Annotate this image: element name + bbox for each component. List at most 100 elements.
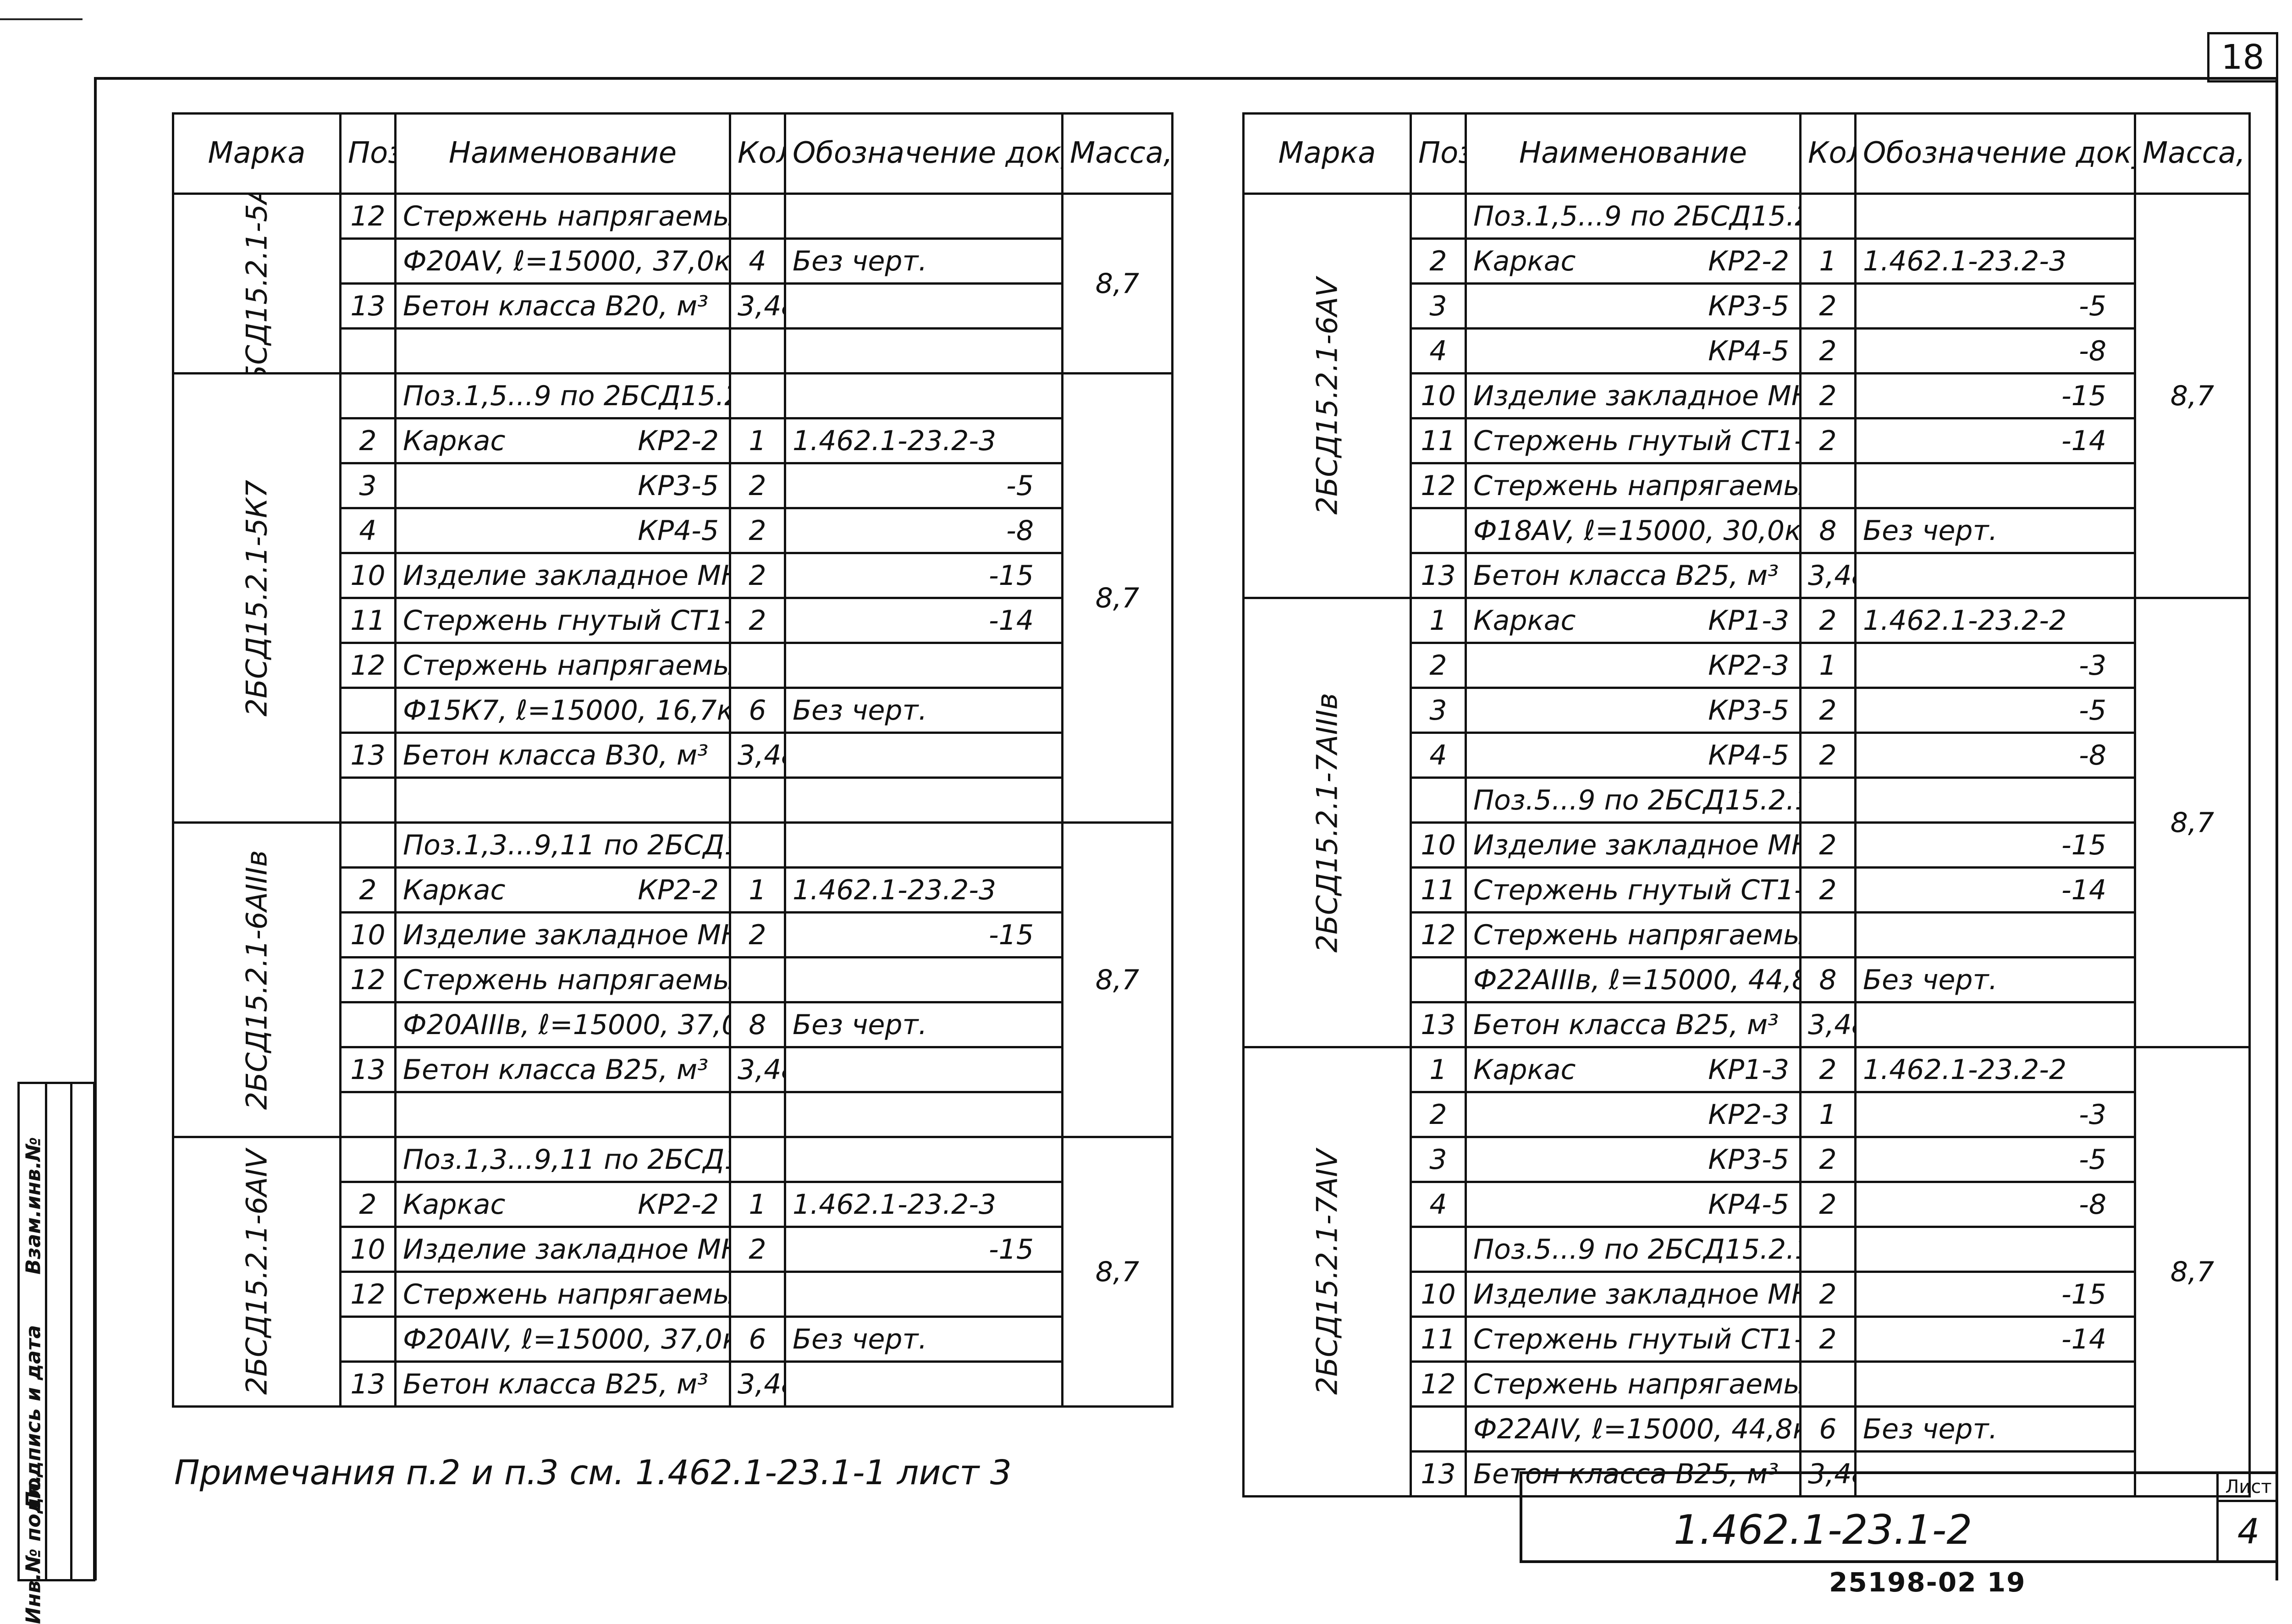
item-code: КР3-5 [638,469,719,502]
name-text: Изделие закладное МН-2 [1473,380,1798,412]
header-qty: Кол. [729,112,786,195]
pos-cell: 4 [1410,732,1467,779]
header-designation: Обозначение документа [1854,112,2136,195]
pos-cell: 3 [1410,687,1467,734]
name-cell [394,327,731,374]
designation-cell: -5 [784,462,1063,509]
name-cell: Бетон класса В30, м³ [394,732,731,779]
pos-cell: 1 [1410,1046,1467,1093]
name-text: Поз.1,5...9 по 2БСД15.2.1-1К7 [403,380,728,412]
mass-cell: 8,7 [2134,1046,2251,1497]
designation-cell: Без черт. [784,687,1063,734]
name-cell: Бетон класса В25, м³ [394,1046,731,1093]
name-cell: Стержень гнутый СТ1-3 [1465,1316,1802,1363]
qty-cell: 2 [729,597,786,644]
name-text: Ф18АV, ℓ=15000, 30,0кг [1473,514,1801,547]
item-code: КР2-2 [638,874,719,906]
name-text: Ф20АIIIв, ℓ=15000, 37,0кг [403,1008,728,1041]
name-text: Бетон класса В25, м³ [1473,1008,1779,1041]
name-text: Изделие закладное МН-2 [403,559,728,592]
name-cell: Изделие закладное МН-2 [394,552,731,599]
name-cell: КР4-5 [1465,327,1802,374]
sheet-label: Лист [2216,1474,2278,1502]
qty-cell: 6 [1799,1405,1857,1453]
designation-cell [1854,462,2136,509]
header-mark: Марка [172,112,342,195]
designation-cell [1854,193,2136,240]
name-cell: Поз.1,5...9 по 2БСД15.2.1-1К7 [394,372,731,419]
name-text: Стержень гнутый СТ1-3 [403,604,730,637]
qty-cell: 2 [1799,821,1857,869]
pos-cell: 12 [339,1271,397,1318]
item-code: КР3-5 [1708,1143,1789,1176]
mass-cell: 8,7 [1061,821,1174,1138]
qty-cell: 2 [1799,1316,1857,1363]
item-code: КР2-2 [1708,245,1789,277]
pos-cell: 11 [1410,866,1467,914]
name-cell: Стержень напрягаемый [1465,462,1802,509]
left-spec-table: Марка Поз. Наименование Кол. Обозначение… [172,112,1174,1408]
item-code: КР1-3 [1708,604,1789,637]
name-text: Ф15К7, ℓ=15000, 16,7кг [403,694,730,727]
name-cell: КР4-5 [1465,1181,1802,1228]
designation-cell [1854,911,2136,958]
name-cell: Стержень гнутый СТ1-3 [1465,866,1802,914]
qty-cell [1799,911,1857,958]
qty-cell [729,193,786,240]
qty-cell [729,1136,786,1183]
pos-cell [339,821,397,869]
designation-cell [784,1360,1063,1408]
name-text: Каркас [1473,1053,1576,1086]
pos-cell [339,372,397,419]
name-cell [394,776,731,824]
pos-cell: 12 [339,956,397,1003]
item-code: КР2-2 [638,424,719,457]
designation-cell: -8 [784,507,1063,554]
qty-cell: 2 [1799,372,1857,419]
pos-cell: 11 [1410,1316,1467,1363]
designation-cell: 1.462.1-23.2-3 [784,866,1063,914]
designation-cell: -15 [784,552,1063,599]
qty-cell: 6 [729,1316,786,1363]
pos-cell [339,327,397,374]
designation-cell: -15 [784,911,1063,958]
qty-cell [1799,1360,1857,1408]
name-cell [394,1091,731,1138]
name-cell: Стержень напрягаемый [1465,911,1802,958]
mass-cell: 8,7 [2134,193,2251,599]
mass-cell: 8,7 [2134,597,2251,1048]
designation-cell [784,1271,1063,1318]
name-text: Стержень напрягаемый [403,963,730,996]
designation-cell: -8 [1854,732,2136,779]
qty-cell: 2 [1799,687,1857,734]
designation-cell: -15 [1854,1271,2136,1318]
pos-cell: 13 [339,1360,397,1408]
sidebar-column [47,1084,72,1579]
table-row: Поз.5...9 по 2БСД15.2.1-1К7 [1244,1226,2250,1273]
designation-cell: Без черт. [784,237,1063,285]
sheet-corner-number: 18 [2207,32,2278,83]
name-text: Бетон класса В30, м³ [403,739,709,771]
mass-cell: 8,7 [1061,193,1174,374]
name-text: Каркас [403,424,506,457]
name-cell: Поз.1,3...9,11 по 2БСД15.2.1-1К7 [394,1136,731,1183]
pos-cell: 2 [339,866,397,914]
header-qty: Кол. [1799,112,1857,195]
designation-cell [784,1091,1063,1138]
pos-cell: 12 [1410,911,1467,958]
item-code: КР3-5 [1708,694,1789,727]
qty-cell: 2 [1799,1136,1857,1183]
designation-cell [784,732,1063,779]
sidebar-label-replace: Взам.инв.№ [22,1137,45,1275]
pos-cell [1410,776,1467,824]
